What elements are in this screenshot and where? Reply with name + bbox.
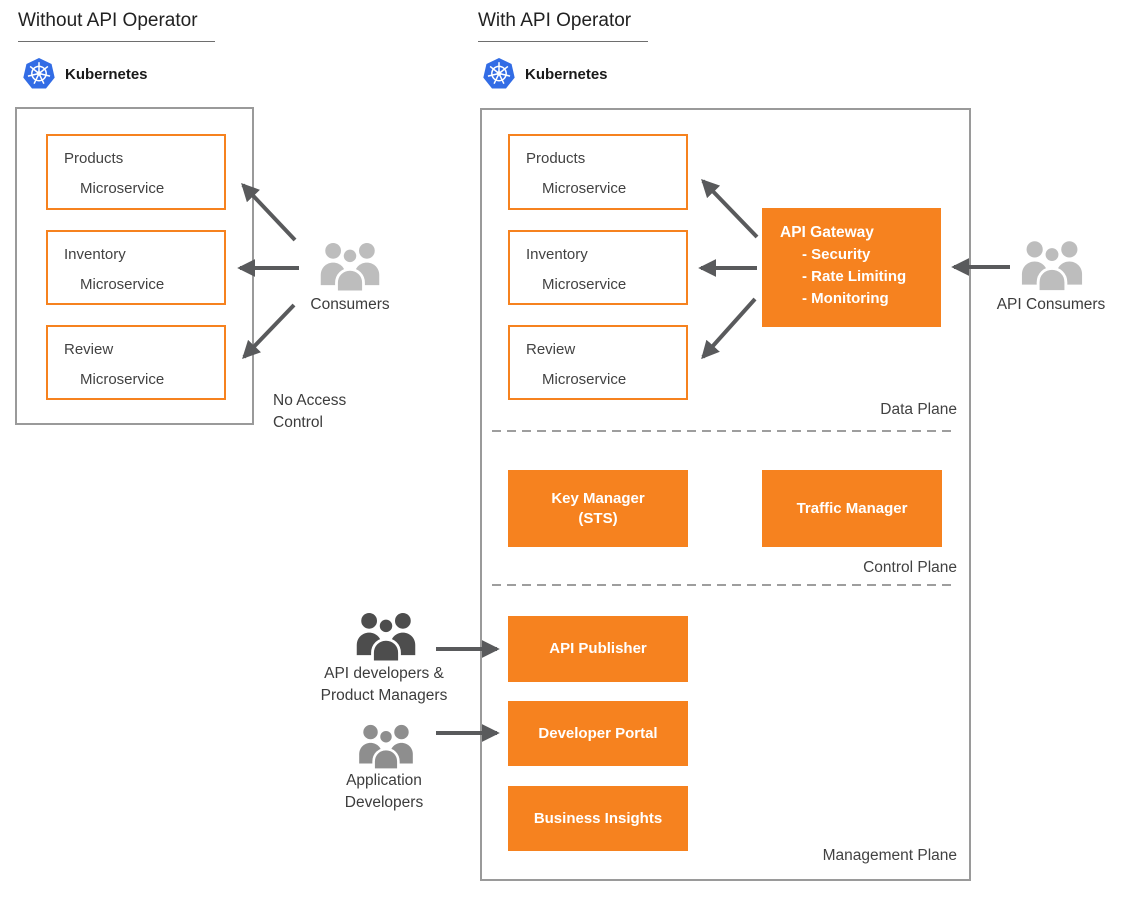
left-inventory-microservice-box: Inventory Microservice: [46, 230, 226, 305]
service-type: Microservice: [542, 371, 627, 388]
right-inventory-microservice-box: Inventory Microservice: [508, 230, 688, 305]
api-publisher-box: API Publisher: [508, 616, 688, 682]
kubernetes-icon: [483, 57, 515, 89]
api-consumers-label: API Consumers: [996, 296, 1106, 313]
data-plane-divider: [492, 430, 956, 432]
left-title-underline: [18, 41, 215, 42]
right-title-underline: [478, 41, 648, 42]
service-name: Products: [526, 150, 586, 167]
service-type: Microservice: [542, 276, 627, 293]
service-name: Review: [64, 341, 114, 358]
right-products-microservice-box: Products Microservice: [508, 134, 688, 210]
control-plane-divider: [492, 584, 956, 586]
gateway-feature-rate-limiting: - Rate Limiting: [802, 268, 907, 285]
left-review-microservice-box: Review Microservice: [46, 325, 226, 400]
application-developers-label: Application Developers: [344, 772, 424, 811]
no-access-control-note: No Access Control: [273, 392, 347, 431]
right-kubernetes-badge: Kubernetes: [482, 57, 608, 91]
consumers-icon: [314, 240, 386, 297]
left-panel-title: Without API Operator: [18, 10, 198, 31]
left-products-microservice-box: Products Microservice: [46, 134, 226, 210]
right-review-microservice-box: Review Microservice: [508, 325, 688, 400]
gateway-feature-security: - Security: [802, 246, 871, 263]
service-name: Inventory: [64, 246, 126, 263]
management-plane-label: Management Plane: [822, 847, 957, 864]
data-plane-label: Data Plane: [880, 401, 957, 418]
service-type: Microservice: [80, 276, 165, 293]
right-panel-title: With API Operator: [478, 10, 632, 31]
service-name: Products: [64, 150, 124, 167]
api-gateway-box: API Gateway - Security - Rate Limiting -…: [762, 208, 941, 327]
application-developers-icon: [353, 722, 419, 775]
service-name: Review: [526, 341, 576, 358]
api-consumers-icon: [1015, 238, 1089, 297]
api-developers-icon: [350, 610, 422, 667]
traffic-manager-box: Traffic Manager: [762, 470, 942, 547]
business-insights-box: Business Insights: [508, 786, 688, 851]
left-kubernetes-label: Kubernetes: [65, 65, 148, 83]
api-developers-label: API developers & Product Managers: [320, 665, 448, 704]
consumers-label: Consumers: [310, 296, 390, 313]
right-kubernetes-label: Kubernetes: [525, 65, 608, 83]
gateway-feature-monitoring: - Monitoring: [802, 290, 889, 307]
control-plane-label: Control Plane: [863, 559, 957, 576]
service-name: Inventory: [526, 246, 588, 263]
service-type: Microservice: [542, 180, 627, 197]
service-type: Microservice: [80, 371, 165, 388]
developer-portal-box: Developer Portal: [508, 701, 688, 766]
key-manager-box: Key Manager (STS): [508, 470, 688, 547]
left-kubernetes-badge: Kubernetes: [22, 57, 148, 91]
service-type: Microservice: [80, 180, 165, 197]
api-gateway-title: API Gateway: [780, 224, 874, 241]
kubernetes-icon: [23, 57, 55, 89]
